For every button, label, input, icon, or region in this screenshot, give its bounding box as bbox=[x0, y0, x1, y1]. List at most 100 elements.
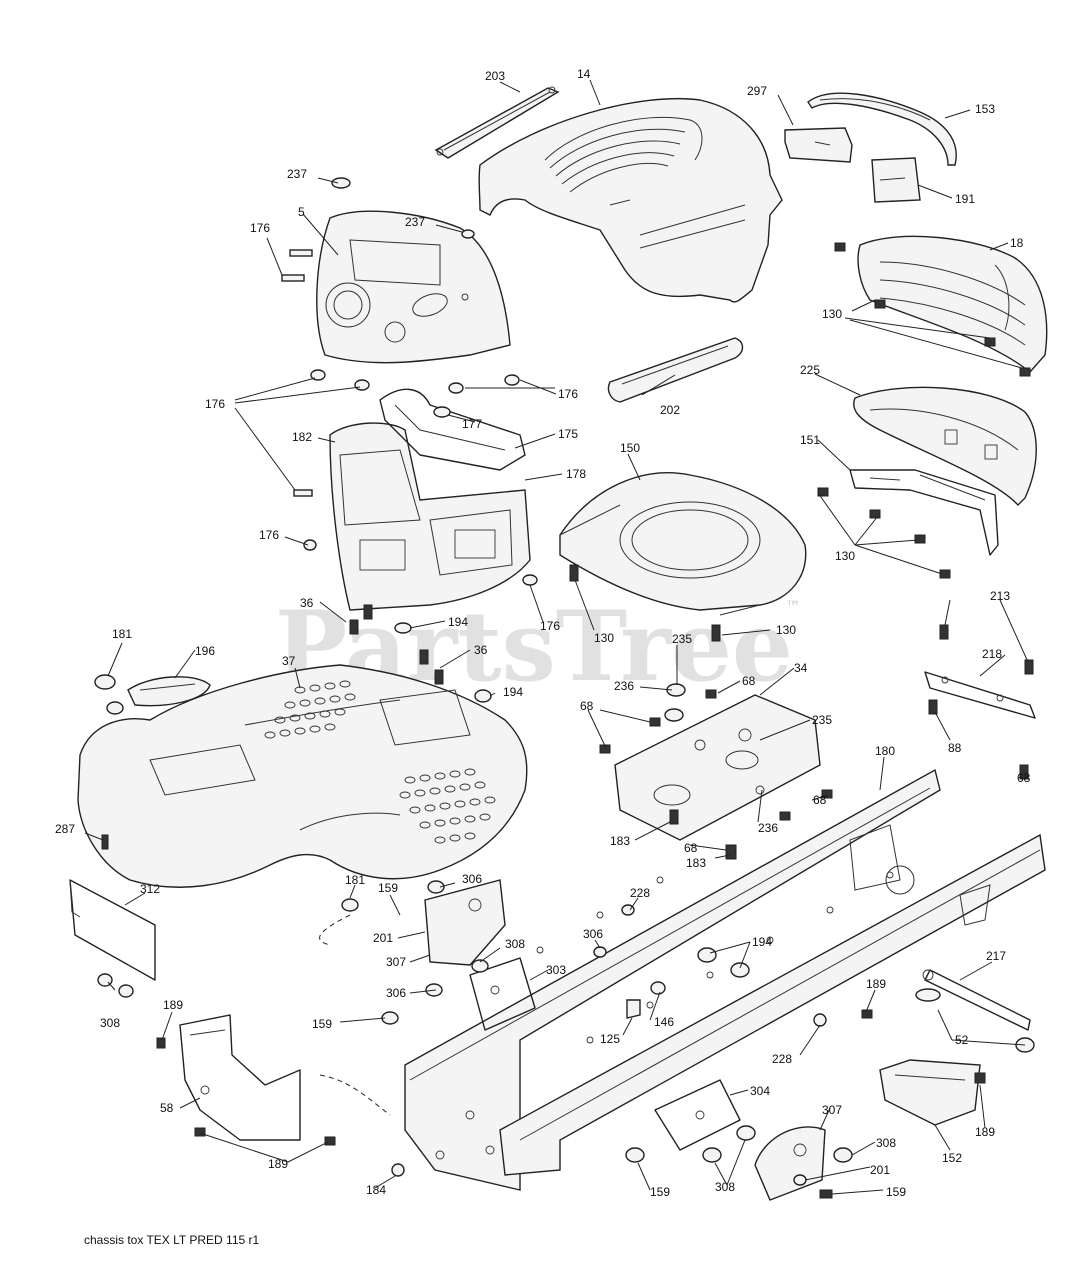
part-bracket-152[interactable] bbox=[879, 1059, 981, 1126]
callout-180[interactable]: 180 bbox=[875, 744, 895, 758]
part-plate-312[interactable] bbox=[69, 879, 156, 981]
callout-146[interactable]: 146 bbox=[654, 1015, 674, 1029]
callout-184[interactable]: 184 bbox=[366, 1183, 386, 1197]
callout-235-a[interactable]: 235 bbox=[672, 632, 692, 646]
callout-130-a[interactable]: 130 bbox=[822, 307, 842, 321]
callout-189-b[interactable]: 189 bbox=[866, 977, 886, 991]
callout-218[interactable]: 218 bbox=[982, 647, 1002, 661]
part-191[interactable] bbox=[871, 157, 921, 203]
part-bracket-151[interactable] bbox=[849, 469, 999, 556]
callout-52[interactable]: 52 bbox=[955, 1033, 969, 1047]
callout-306-a[interactable]: 306 bbox=[462, 872, 482, 886]
callout-225[interactable]: 225 bbox=[800, 363, 820, 377]
callout-130-c[interactable]: 130 bbox=[594, 631, 614, 645]
callout-37[interactable]: 37 bbox=[282, 654, 296, 668]
callout-182[interactable]: 182 bbox=[292, 430, 312, 444]
callout-159-b[interactable]: 159 bbox=[312, 1017, 332, 1031]
callout-189-d[interactable]: 189 bbox=[268, 1157, 288, 1171]
callout-237-b[interactable]: 237 bbox=[405, 215, 425, 229]
callout-68-e[interactable]: 68 bbox=[684, 841, 698, 855]
callout-150[interactable]: 150 bbox=[620, 441, 640, 455]
callout-306-c[interactable]: 306 bbox=[386, 986, 406, 1000]
callout-176-e[interactable]: 176 bbox=[540, 619, 560, 633]
callout-153[interactable]: 153 bbox=[975, 102, 995, 116]
callout-308-d[interactable]: 308 bbox=[715, 1180, 735, 1194]
callout-303[interactable]: 303 bbox=[546, 963, 566, 977]
part-297[interactable] bbox=[784, 127, 853, 163]
part-bracket-175[interactable] bbox=[379, 388, 526, 471]
callout-201-b[interactable]: 201 bbox=[870, 1163, 890, 1177]
callout-159-c[interactable]: 159 bbox=[650, 1185, 670, 1199]
callout-189-c[interactable]: 189 bbox=[975, 1125, 995, 1139]
callout-183-b[interactable]: 183 bbox=[686, 856, 706, 870]
callout-152[interactable]: 152 bbox=[942, 1151, 962, 1165]
callout-304[interactable]: 304 bbox=[750, 1084, 770, 1098]
callout-181-b[interactable]: 181 bbox=[345, 873, 365, 887]
callout-36-b[interactable]: 36 bbox=[474, 643, 488, 657]
part-bracket-307[interactable] bbox=[424, 879, 506, 966]
callout-196[interactable]: 196 bbox=[195, 644, 215, 658]
callout-175[interactable]: 175 bbox=[558, 427, 578, 441]
part-fender[interactable] bbox=[77, 664, 528, 888]
part-main-frame[interactable] bbox=[404, 768, 1046, 1191]
part-hood[interactable] bbox=[478, 97, 783, 303]
callout-194-b[interactable]: 194 bbox=[503, 685, 523, 699]
callout-159-d[interactable]: 159 bbox=[886, 1185, 906, 1199]
callout-58[interactable]: 58 bbox=[160, 1101, 174, 1115]
callout-125[interactable]: 125 bbox=[600, 1032, 620, 1046]
callout-5[interactable]: 5 bbox=[298, 205, 305, 219]
callout-203[interactable]: 203 bbox=[485, 69, 505, 83]
callout-130-d[interactable]: 130 bbox=[776, 623, 796, 637]
callout-178[interactable]: 178 bbox=[566, 467, 586, 481]
callout-68-d[interactable]: 68 bbox=[1017, 771, 1031, 785]
callout-308-b[interactable]: 308 bbox=[100, 1016, 120, 1030]
callout-297[interactable]: 297 bbox=[747, 84, 767, 98]
callout-181-a[interactable]: 181 bbox=[112, 627, 132, 641]
callout-176-c[interactable]: 176 bbox=[558, 387, 578, 401]
callout-194-a[interactable]: 194 bbox=[448, 615, 468, 629]
callout-189-a[interactable]: 189 bbox=[163, 998, 183, 1012]
callout-177[interactable]: 177 bbox=[462, 417, 482, 431]
callout-176-a[interactable]: 176 bbox=[250, 221, 270, 235]
callout-191[interactable]: 191 bbox=[955, 192, 975, 206]
part-bracket-58[interactable] bbox=[179, 1014, 301, 1141]
callout-308-a[interactable]: 308 bbox=[505, 937, 525, 951]
callout-176-b[interactable]: 176 bbox=[205, 397, 225, 411]
part-mounting-plate[interactable] bbox=[614, 694, 821, 841]
callout-228-b[interactable]: 228 bbox=[772, 1052, 792, 1066]
callout-307-b[interactable]: 307 bbox=[822, 1103, 842, 1117]
part-tie-rod[interactable] bbox=[915, 969, 1031, 1031]
callout-237-a[interactable]: 237 bbox=[287, 167, 307, 181]
callout-130-b[interactable]: 130 bbox=[835, 549, 855, 563]
callout-228-a[interactable]: 228 bbox=[630, 886, 650, 900]
callout-36-a[interactable]: 36 bbox=[300, 596, 314, 610]
part-bracket-304[interactable] bbox=[654, 1079, 741, 1151]
callout-14[interactable]: 14 bbox=[577, 67, 591, 81]
callout-312[interactable]: 312 bbox=[140, 882, 160, 896]
part-dash-panel[interactable] bbox=[316, 210, 511, 364]
callout-235-b[interactable]: 235 bbox=[812, 713, 832, 727]
callout-202[interactable]: 202 bbox=[660, 403, 680, 417]
callout-236-a[interactable]: 236 bbox=[614, 679, 634, 693]
callout-287[interactable]: 287 bbox=[55, 822, 75, 836]
callout-183-a[interactable]: 183 bbox=[610, 834, 630, 848]
part-lens[interactable] bbox=[607, 337, 744, 403]
callout-88[interactable]: 88 bbox=[948, 741, 962, 755]
callout-68-b[interactable]: 68 bbox=[580, 699, 594, 713]
callout-307-a[interactable]: 307 bbox=[386, 955, 406, 969]
callout-213[interactable]: 213 bbox=[990, 589, 1010, 603]
part-bracket-218[interactable] bbox=[924, 671, 1036, 719]
callout-201-a[interactable]: 201 bbox=[373, 931, 393, 945]
part-grille-trim[interactable] bbox=[807, 92, 957, 166]
part-steering-support[interactable] bbox=[559, 472, 807, 616]
part-bracket-307-rear[interactable] bbox=[754, 1126, 826, 1201]
callout-151[interactable]: 151 bbox=[800, 433, 820, 447]
callout-217[interactable]: 217 bbox=[986, 949, 1006, 963]
callout-306-b[interactable]: 306 bbox=[583, 927, 603, 941]
part-bracket-303[interactable] bbox=[469, 957, 536, 1031]
callout-34[interactable]: 34 bbox=[794, 661, 808, 675]
callout-194-c[interactable]: 194 bbox=[752, 935, 772, 949]
part-grille[interactable] bbox=[857, 235, 1048, 373]
part-dash-lower[interactable] bbox=[329, 422, 531, 611]
callout-18[interactable]: 18 bbox=[1010, 236, 1024, 250]
